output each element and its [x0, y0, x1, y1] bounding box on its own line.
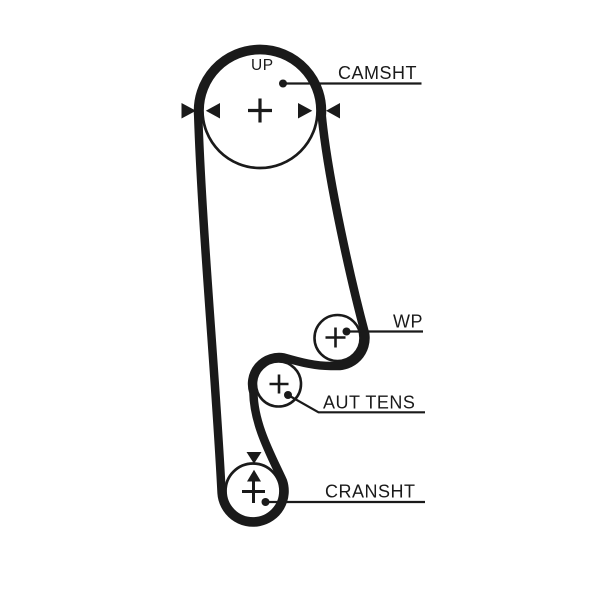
water-pump-label: WP [393, 312, 423, 332]
camshaft-alignment-arrow-left-outer [181, 103, 196, 119]
crankshaft-alignment-arrow-up [247, 469, 261, 482]
camshaft-alignment-arrow-left-inner [205, 103, 220, 119]
crankshaft-center-mark [242, 480, 265, 503]
camshaft-center-mark [248, 98, 272, 123]
water-pump-center-mark [325, 327, 346, 348]
crankshaft-leader-dot [261, 498, 270, 506]
camshaft-alignment-arrow-right-inner [298, 103, 313, 119]
timing-belt [193, 44, 370, 527]
crankshaft-alignment-arrow-down [246, 452, 262, 464]
camshaft-label: CAMSHT [338, 63, 417, 83]
crankshaft-label: CRANSHT [325, 482, 416, 502]
camshaft-up-mark: UP [251, 57, 274, 74]
tensioner-center-mark [269, 374, 289, 394]
camshaft-leader-dot [279, 79, 287, 88]
tensioner-label: AUT TENS [323, 393, 415, 413]
water-pump-leader-dot [342, 327, 351, 336]
tensioner-leader-dot [284, 391, 292, 399]
camshaft-alignment-arrow-right-outer [326, 103, 340, 119]
tensioner-leader-line [287, 394, 425, 414]
